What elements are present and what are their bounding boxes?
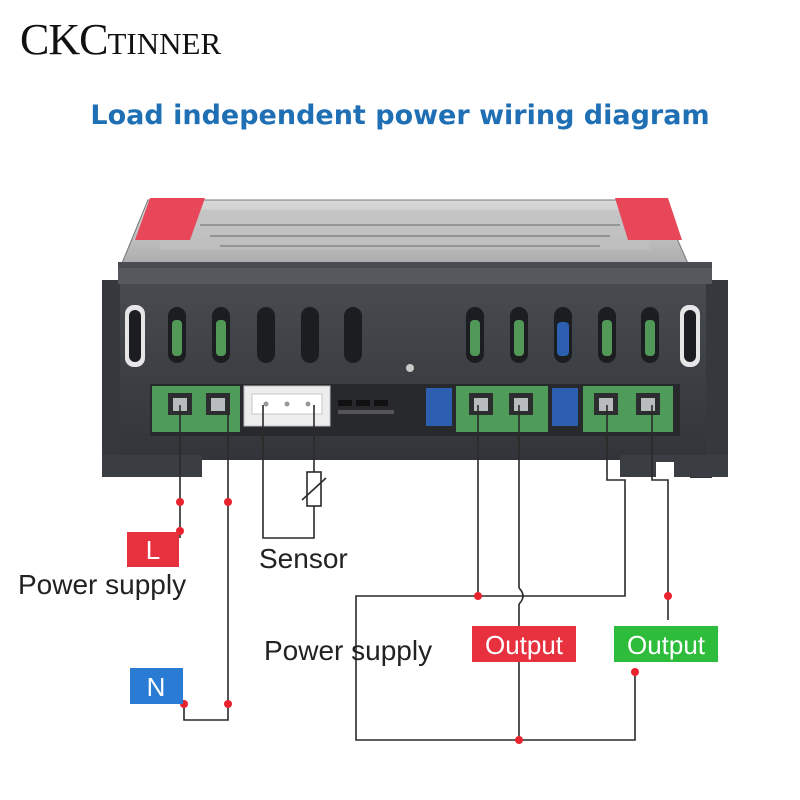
left-clip xyxy=(135,198,205,240)
brand-logo: CKCTINNER xyxy=(20,14,221,65)
wire-out-1 xyxy=(355,405,520,741)
right-terminal-block-2 xyxy=(583,386,673,432)
sensor-connector xyxy=(243,385,331,427)
wire-N xyxy=(183,405,229,721)
brand-lead: CKC xyxy=(20,15,108,64)
left-terminal-block xyxy=(152,386,240,432)
sensor-label: Sensor xyxy=(259,543,348,574)
l-tag-text: L xyxy=(146,535,160,565)
n-tag xyxy=(130,668,183,704)
device-top-panel xyxy=(119,199,691,269)
wire-out-4 xyxy=(651,405,669,596)
right-terminal-block-1 xyxy=(456,386,548,432)
power-supply-mid-label: Power supply xyxy=(264,635,432,666)
wire-out-3 xyxy=(478,405,626,597)
right-clip xyxy=(615,198,682,240)
junction-nodes xyxy=(176,498,672,744)
output-green-tag xyxy=(614,626,718,662)
l-tag xyxy=(127,532,179,567)
brand-rest: TINNER xyxy=(107,26,222,61)
n-tag-text: N xyxy=(147,672,166,702)
device-housing xyxy=(102,262,728,478)
center-screw xyxy=(406,364,414,372)
pcb-components xyxy=(338,400,394,414)
output-red-text: Output xyxy=(485,630,564,660)
page-title: Load independent power wiring diagram xyxy=(90,100,710,131)
power-supply-left-label: Power supply xyxy=(18,569,186,600)
wire-sensor-a xyxy=(262,405,315,539)
output-green-text: Output xyxy=(627,630,706,660)
output-red-tag xyxy=(472,626,576,662)
